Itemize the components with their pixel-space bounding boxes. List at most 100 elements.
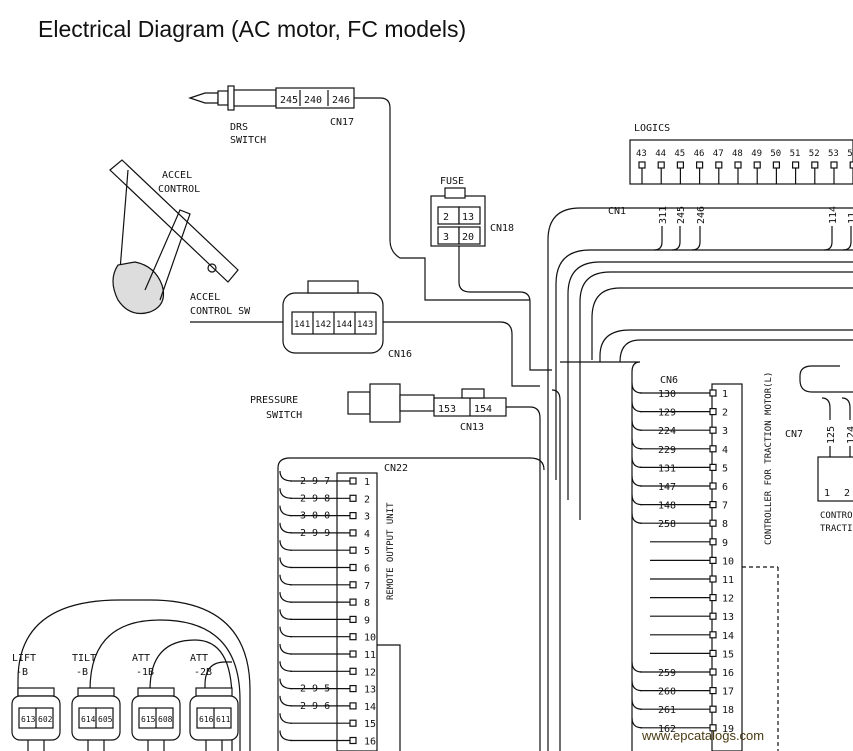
cn6-wire-label: 130: [658, 389, 676, 400]
cn22-wire-label: 2 9 7: [300, 476, 330, 487]
cn6-wire-label: 229: [658, 445, 676, 456]
valve-label-1: ATT: [190, 653, 208, 664]
cn22-wire-bend: [279, 574, 293, 586]
cn7-unit-1: CONTROLLI: [820, 511, 853, 521]
cn22-block: CN22 REMOTE OUTPUT UNIT 12 9 722 9 833 0…: [277, 457, 545, 751]
cn6-wire-bend: [631, 661, 643, 673]
drs-label-1: DRS: [230, 122, 248, 133]
cn22-pin-number: 1: [364, 477, 370, 488]
cn22-wire-bend: [279, 730, 293, 742]
cn7-unit-2: TRACTIO: [820, 524, 853, 534]
valve-pin-label: 611: [216, 715, 231, 724]
logics-pin-label: 46: [694, 149, 705, 159]
cn22-pin: [349, 736, 357, 745]
valve-label-1: ATT: [132, 653, 150, 664]
logics-pin: [657, 161, 665, 169]
logics-pin-label: 45: [674, 149, 685, 159]
cn22-pin: [349, 581, 357, 589]
logics-pin-label: 52: [809, 149, 820, 159]
cn22-pin-number: 7: [364, 581, 370, 592]
accel-sw-label-1: ACCEL: [190, 292, 220, 303]
cn6-pin-number: 2: [722, 408, 728, 419]
cn6-wire-label: 261: [658, 705, 676, 716]
watermark-text: www.epcatalogs.com: [641, 728, 764, 743]
cn6-wire-label: 258: [658, 519, 676, 530]
cn6-pin: [709, 519, 717, 527]
fuse-cn18: 2 13 3 20 FUSE CN18: [430, 176, 552, 371]
cn6-pin: [709, 389, 717, 397]
cn22-pin: [349, 667, 357, 675]
cn6-pin: [709, 593, 717, 602]
cn22-pin-number: 9: [364, 615, 370, 626]
cn1-wire: [823, 226, 833, 251]
cn6-wire-bend: [631, 475, 643, 487]
cn22-wire-bend: [279, 643, 293, 655]
cn6-pin-number: 6: [722, 482, 728, 493]
accel-control-label-1: ACCEL: [162, 170, 192, 181]
pressure-label-1: PRESSURE: [250, 395, 298, 406]
cn16-label: CN16: [388, 349, 412, 360]
cn22-wire-bend: [279, 488, 293, 499]
valve-pin-label: 615: [141, 715, 156, 724]
logics-pin: [638, 161, 646, 169]
diagram-title: Electrical Diagram (AC motor, FC models): [38, 16, 467, 42]
logics-pin: [695, 161, 704, 169]
cn6-wire-label: 259: [658, 668, 676, 679]
logics-pin: [715, 161, 723, 169]
cn6-pin-number: 18: [722, 705, 734, 716]
cn6-wire-label: 260: [658, 687, 676, 698]
logics-pin: [753, 161, 761, 169]
valve-latch: [137, 687, 175, 697]
cn6-pin: [709, 649, 717, 658]
cn6-pin-number: 1: [722, 389, 728, 400]
cn6-wire-label: 162: [658, 724, 676, 735]
cn6-pin-number: 5: [722, 463, 728, 474]
cn22-wire-bend: [279, 540, 293, 551]
cn7-pin-2: 2: [844, 488, 850, 499]
cn6-block: CN6 CONTROLLER FOR TRACTION MOTOR(L) 113…: [631, 372, 779, 751]
cn6-pin-number: 19: [722, 724, 734, 735]
cn22-pin: [349, 563, 357, 572]
fuse-label: FUSE: [440, 176, 464, 187]
cn22-pin: [349, 633, 357, 641]
logics-pin: [811, 161, 819, 169]
cn18-label: CN18: [490, 223, 514, 234]
cn13-label: CN13: [460, 422, 484, 433]
cn22-wire-bend: [279, 661, 293, 672]
cn22-pin: [349, 494, 357, 502]
valve-pin-label: 605: [98, 715, 113, 724]
cn6-pin: [709, 501, 717, 509]
cn6-pin: [709, 612, 717, 620]
valve-latch: [17, 687, 55, 697]
accel-control: ACCEL CONTROL: [109, 159, 239, 315]
cn6-pin: [709, 556, 717, 565]
pressure-switch: 153 154 PRESSURE SWITCH CN13: [250, 383, 541, 470]
cn22-pin: [349, 650, 357, 658]
cn6-pin: [709, 538, 717, 546]
cn1-wire-label: 311: [658, 206, 669, 224]
cn6-pin: [709, 482, 717, 490]
cn22-unit-label: REMOTE OUTPUT UNIT: [386, 502, 396, 600]
cn6-wire-label: 129: [658, 408, 676, 419]
cn22-pin: [349, 477, 357, 485]
valve-latch: [77, 687, 115, 697]
cn13-pin-2: 154: [474, 404, 492, 415]
cn22-pin-number: 4: [364, 529, 370, 540]
cn22-pin-number: 13: [364, 685, 376, 696]
cn7-pin-1: 1: [824, 488, 830, 499]
cn22-pin-number: 15: [364, 719, 376, 730]
fuse-pin-2: 13: [462, 212, 474, 223]
cn22-wire-label: 2 9 8: [300, 493, 330, 504]
cn1-label: CN1: [608, 206, 626, 217]
cn22-wire-bend: [279, 678, 293, 690]
cn22-pin-number: 14: [364, 702, 376, 713]
logics-pin-label: 5: [847, 149, 852, 159]
cn6-pin-number: 3: [722, 426, 728, 437]
cn22-wire-label: 3 0 0: [300, 511, 330, 522]
cn6-wire-label: 148: [658, 501, 676, 512]
cn6-wire-bend: [631, 494, 643, 506]
accel-control-label-2: CONTROL: [158, 184, 200, 195]
cn6-wire-label: 131: [658, 463, 676, 474]
cn22-label: CN22: [384, 463, 408, 474]
cn22-wire-bend: [279, 522, 293, 534]
